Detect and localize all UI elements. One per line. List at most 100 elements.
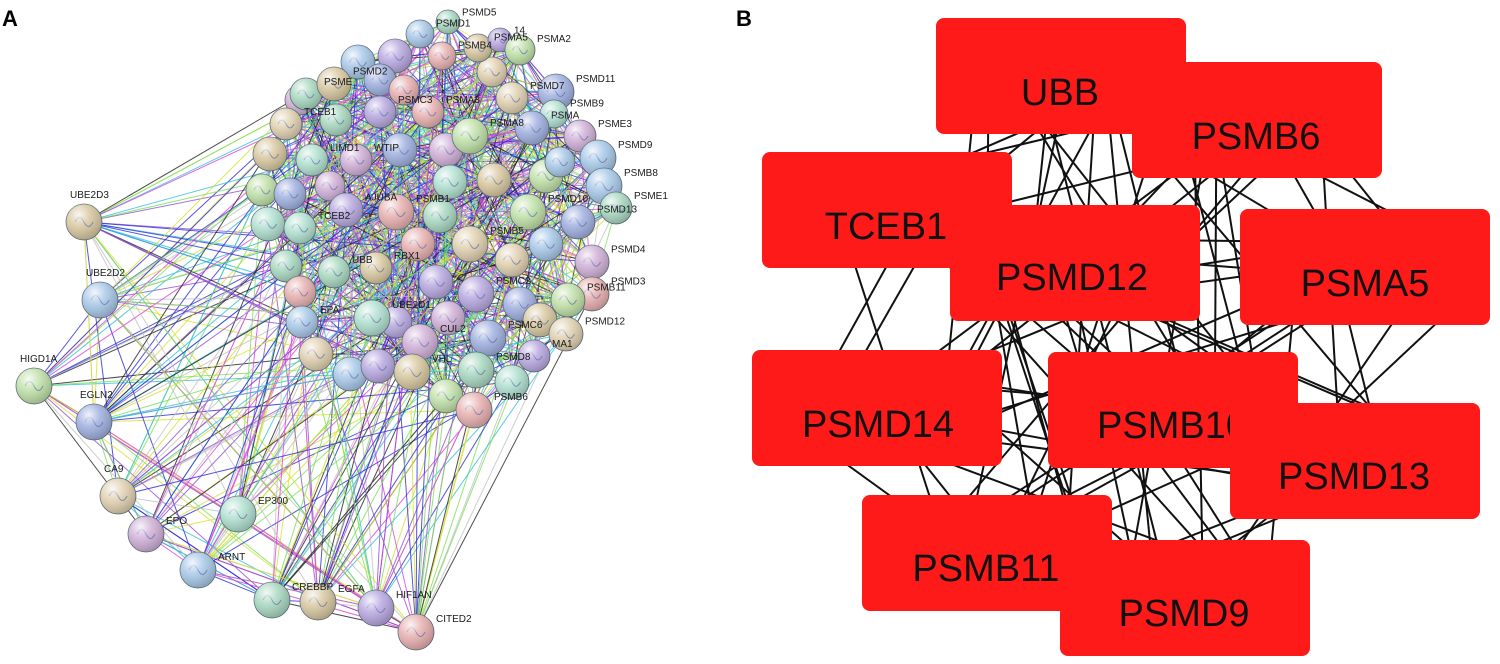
protein-node-psma8 — [451, 117, 489, 155]
hub-label-ubb: UBB — [1021, 72, 1099, 114]
protein-node-ep300 — [219, 495, 257, 533]
network-a-edge — [99, 299, 417, 633]
protein-node-psmd12 — [548, 316, 584, 352]
network-a-edge — [93, 111, 429, 423]
protein-node — [382, 132, 418, 168]
protein-node — [494, 242, 530, 278]
protein-node-psmd9 — [579, 139, 617, 177]
network-a-edge — [33, 89, 405, 387]
hub-label-psmd13: PSMD13 — [1278, 456, 1430, 498]
protein-node-wtip — [339, 143, 373, 177]
node-label-psmb4: PSMB4 — [458, 40, 492, 51]
node-label-rbx1: RBX1 — [394, 251, 421, 262]
protein-node-psmd2 — [316, 66, 352, 102]
node-label-arnt: ARNT — [218, 552, 245, 563]
node-label-psmd3: PSMD3 — [611, 277, 646, 288]
network-a-edge — [415, 207, 617, 633]
network-a-edge — [261, 135, 581, 191]
node-label-ube2d3: UBE2D3 — [70, 190, 109, 201]
network-a-edge — [197, 569, 377, 609]
node-label-psmd5: PSMD5 — [462, 7, 497, 18]
protein-node-psmd7 — [495, 81, 529, 115]
node-label-psme3: PSME3 — [598, 119, 632, 130]
node-label-limd1: LIMD1 — [330, 143, 360, 154]
panel-a: A PSMD1PSMD5PSMA514PSMB4PSMA2PSMD11PSMD7… — [2, 6, 668, 651]
protein-node-hif1an — [357, 589, 395, 627]
network-a-edge — [237, 111, 429, 515]
node-label-psmd2: PSMD2 — [353, 67, 388, 78]
network-a-edge — [375, 303, 521, 609]
node-label-psmd1: PSMD1 — [436, 18, 471, 29]
protein-node — [377, 38, 413, 74]
protein-node-psmd4 — [574, 244, 610, 280]
hub-label-tceb1: TCEB1 — [825, 206, 947, 248]
node-label-ube2d2: UBE2D2 — [86, 268, 125, 279]
hub-node-psmb6: PSMB6 — [1132, 62, 1382, 178]
network-a-edge — [83, 221, 119, 497]
network-a-edge — [197, 291, 301, 571]
node-label-psmc3: PSMC3 — [398, 95, 433, 106]
node-label-higd1a: HIGD1A — [20, 354, 58, 365]
protein-node-tceb2 — [283, 211, 317, 245]
protein-node — [252, 136, 288, 172]
network-a-edge — [271, 185, 331, 601]
protein-node — [245, 173, 279, 207]
node-label-psma5: PSMA5 — [494, 32, 528, 43]
network-a-edge — [399, 149, 471, 245]
protein-node-cul2 — [401, 323, 439, 361]
node-label-psma2: PSMA2 — [537, 34, 571, 45]
node-label-psmd9: PSMD9 — [618, 140, 653, 151]
network-a-edge — [375, 381, 513, 609]
network-a-edge — [317, 337, 489, 603]
hub-node-ubb: UBB — [936, 18, 1186, 134]
protein-node-ajuba — [328, 192, 364, 228]
protein-node — [432, 164, 468, 200]
network-a-edge — [83, 221, 301, 293]
network-a-edge — [145, 333, 567, 535]
network-a-edge — [335, 119, 617, 209]
node-label-psmd7: PSMD7 — [530, 81, 565, 92]
node-label-epas1: EPA — [320, 305, 340, 316]
protein-node-egln2 — [75, 403, 113, 441]
protein-node-crebbp — [253, 581, 291, 619]
hub-label-psmd12: PSMD12 — [996, 257, 1148, 299]
protein-node — [494, 364, 530, 400]
network-a-edge — [83, 221, 95, 423]
protein-node-cited2 — [397, 613, 435, 651]
hub-node-psmd14: PSMD14 — [752, 350, 1002, 466]
protein-node-psmb4 — [427, 41, 457, 71]
hub-node-psmd12: PSMD12 — [950, 205, 1200, 321]
protein-node-psmc6 — [469, 319, 507, 357]
protein-node-psmd11 — [537, 73, 575, 111]
protein-node-psme — [289, 77, 323, 111]
protein-node-psma1 — [517, 339, 551, 373]
network-a-edge — [83, 79, 381, 223]
network-a-edge — [415, 21, 449, 633]
panel-b-letter: B — [736, 6, 752, 31]
protein-node-psme1 — [599, 191, 633, 225]
network-a-edge — [415, 221, 579, 633]
network-a-edge — [99, 99, 301, 301]
network-a-edge — [197, 221, 579, 571]
network-a-edge — [197, 159, 357, 571]
hub-node-psmb11: PSMB11 — [862, 495, 1112, 611]
network-a-edge — [117, 317, 449, 497]
node-label-vhl: VHL — [432, 354, 452, 365]
protein-node — [363, 63, 397, 97]
hub-label-psmb6: PSMB6 — [1192, 116, 1321, 158]
node-label-psme: PSME — [324, 77, 353, 88]
node-label-egln2: EGLN2 — [80, 390, 113, 401]
network-a-edge — [415, 395, 447, 633]
panel-a-letter: A — [2, 6, 18, 31]
node-label-epo: EPO — [166, 516, 187, 527]
network-a-edge — [117, 495, 273, 601]
protein-node — [269, 249, 303, 283]
network-a-edge — [145, 211, 397, 535]
protein-node-psma5 — [463, 33, 493, 63]
protein-node-ca9 — [99, 477, 137, 515]
hub-node-psmd9: PSMD9 — [1060, 540, 1310, 656]
node-label-psmd8: PSMD8 — [496, 352, 531, 363]
protein-node-ubb — [317, 255, 351, 289]
network-a-edge — [99, 189, 263, 301]
